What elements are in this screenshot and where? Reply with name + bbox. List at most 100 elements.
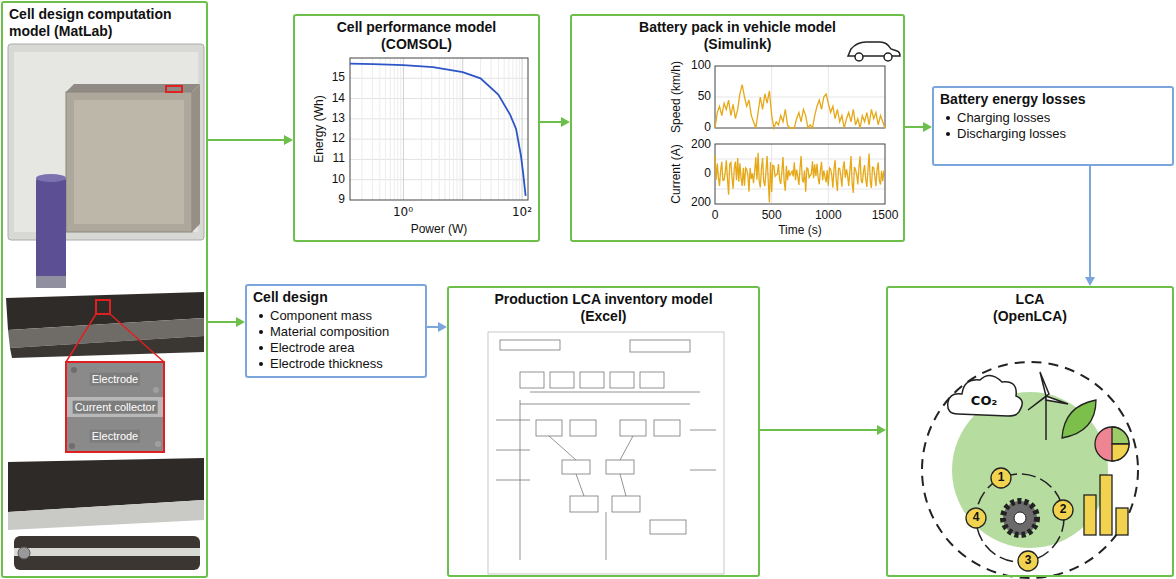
axis-label: 10 bbox=[332, 173, 345, 187]
grid-line bbox=[394, 58, 395, 200]
grid-line bbox=[400, 58, 401, 200]
inventory-flowchart bbox=[562, 460, 590, 474]
grid-line bbox=[431, 58, 432, 200]
model-panel: Cell design computation model (MatLab) bbox=[1, 1, 208, 578]
axis-label: 2 bbox=[1060, 503, 1067, 517]
grid-line bbox=[462, 58, 463, 200]
bullet-item: Electrode thickness bbox=[259, 356, 419, 372]
arrow-head bbox=[561, 117, 570, 127]
inventory-flowchart bbox=[550, 372, 574, 388]
panel-title: Cell design bbox=[253, 289, 419, 306]
connector bbox=[760, 425, 886, 435]
wind-turbine bbox=[1046, 396, 1068, 404]
electrode-micrograph bbox=[69, 443, 75, 449]
axis-label: 13 bbox=[332, 112, 345, 126]
bullet-text: Discharging losses bbox=[957, 126, 1066, 142]
car-icon bbox=[884, 53, 892, 61]
part-label: Electrode bbox=[90, 430, 140, 443]
prismatic-cell bbox=[192, 84, 200, 232]
connector bbox=[905, 122, 932, 132]
electrode-roll bbox=[18, 547, 30, 559]
electrode-sheets bbox=[66, 314, 96, 362]
connector-line bbox=[905, 126, 924, 128]
bullet-dot bbox=[259, 330, 263, 334]
inventory-flowchart bbox=[690, 470, 716, 471]
inventory-flowchart bbox=[606, 460, 634, 474]
wind-turbine bbox=[1028, 372, 1068, 440]
connector bbox=[1085, 166, 1095, 286]
electrode-micrograph bbox=[153, 387, 159, 393]
grid-line bbox=[361, 58, 362, 200]
grid-line bbox=[522, 58, 523, 200]
axis-label: CO₂ bbox=[971, 394, 997, 409]
bullet-text: Component mass bbox=[270, 308, 372, 324]
info-box: Cell designComponent massMaterial compos… bbox=[245, 284, 427, 378]
bullet-dot bbox=[946, 116, 950, 120]
prismatic-cell bbox=[166, 86, 182, 92]
electrode-sheets bbox=[10, 336, 204, 358]
grid-line bbox=[456, 58, 457, 200]
info-box: Battery energy lossesCharging lossesDisc… bbox=[932, 86, 1174, 166]
axis-label: 3 bbox=[1025, 554, 1032, 568]
inventory-flowchart bbox=[576, 474, 584, 496]
bar-chart bbox=[1100, 475, 1112, 535]
cylindrical-cell bbox=[36, 176, 66, 288]
bullet-item: Charging losses bbox=[946, 110, 1166, 126]
car-icon bbox=[855, 53, 863, 61]
grid-line bbox=[512, 58, 513, 200]
bullet-dot bbox=[946, 132, 950, 136]
axis-label: 14 bbox=[332, 92, 345, 106]
cycle-ring bbox=[991, 468, 1011, 488]
grid-line bbox=[715, 189, 885, 190]
connector bbox=[208, 317, 245, 327]
cylindrical-cell bbox=[36, 174, 66, 182]
connector-line bbox=[208, 139, 285, 141]
car-icon bbox=[848, 42, 900, 61]
grid-line bbox=[453, 58, 454, 200]
electrode-roll bbox=[14, 536, 200, 570]
inventory-flowchart bbox=[654, 420, 680, 436]
inventory-flowchart bbox=[640, 372, 664, 388]
inventory-flowchart bbox=[620, 436, 633, 460]
electrode-roll bbox=[8, 458, 204, 570]
wind-turbine bbox=[1028, 396, 1046, 410]
axis-label: 1500 bbox=[872, 209, 899, 223]
lca-icon bbox=[922, 362, 1138, 578]
drive-cycle-chart bbox=[715, 153, 885, 203]
axis-label: 1 bbox=[998, 471, 1005, 485]
connector-line bbox=[540, 121, 562, 123]
electrode-micrograph bbox=[71, 367, 77, 373]
axis-label: 9 bbox=[338, 193, 345, 207]
bullet-dot bbox=[259, 346, 263, 350]
wind-turbine bbox=[1040, 372, 1049, 396]
grid-line bbox=[439, 58, 440, 200]
arrow-head bbox=[877, 425, 886, 435]
drive-cycle-chart bbox=[715, 85, 885, 128]
panel-title: Cell design computation model (MatLab) bbox=[9, 6, 200, 40]
connector-line bbox=[427, 326, 439, 328]
grid-line bbox=[449, 58, 450, 200]
inventory-flowchart bbox=[650, 520, 686, 534]
grid-line bbox=[421, 58, 422, 200]
grid-line bbox=[498, 58, 499, 200]
bullet-text: Charging losses bbox=[957, 110, 1050, 126]
inventory-flowchart bbox=[530, 392, 700, 393]
cycle-ring bbox=[976, 474, 1064, 562]
bullet-dot bbox=[259, 362, 263, 366]
bullet-item: Discharging losses bbox=[946, 126, 1166, 142]
model-panel: Battery pack in vehicle model (Simulink) bbox=[570, 14, 905, 242]
axis-label: 100 bbox=[691, 59, 711, 73]
inventory-flowchart bbox=[570, 420, 596, 436]
electrode-micrograph bbox=[66, 362, 164, 452]
bullet-item: Component mass bbox=[259, 308, 419, 324]
bullet-text: Electrode area bbox=[270, 340, 355, 356]
model-panel: Cell performance model (COMSOL) bbox=[293, 14, 540, 242]
bullet-dot bbox=[259, 314, 263, 318]
grid-line bbox=[385, 58, 386, 200]
pie-chart bbox=[1095, 427, 1129, 461]
inventory-flowchart bbox=[620, 474, 626, 496]
axis-label: 12 bbox=[332, 132, 345, 146]
connector bbox=[427, 322, 447, 332]
leaf bbox=[1062, 400, 1096, 438]
